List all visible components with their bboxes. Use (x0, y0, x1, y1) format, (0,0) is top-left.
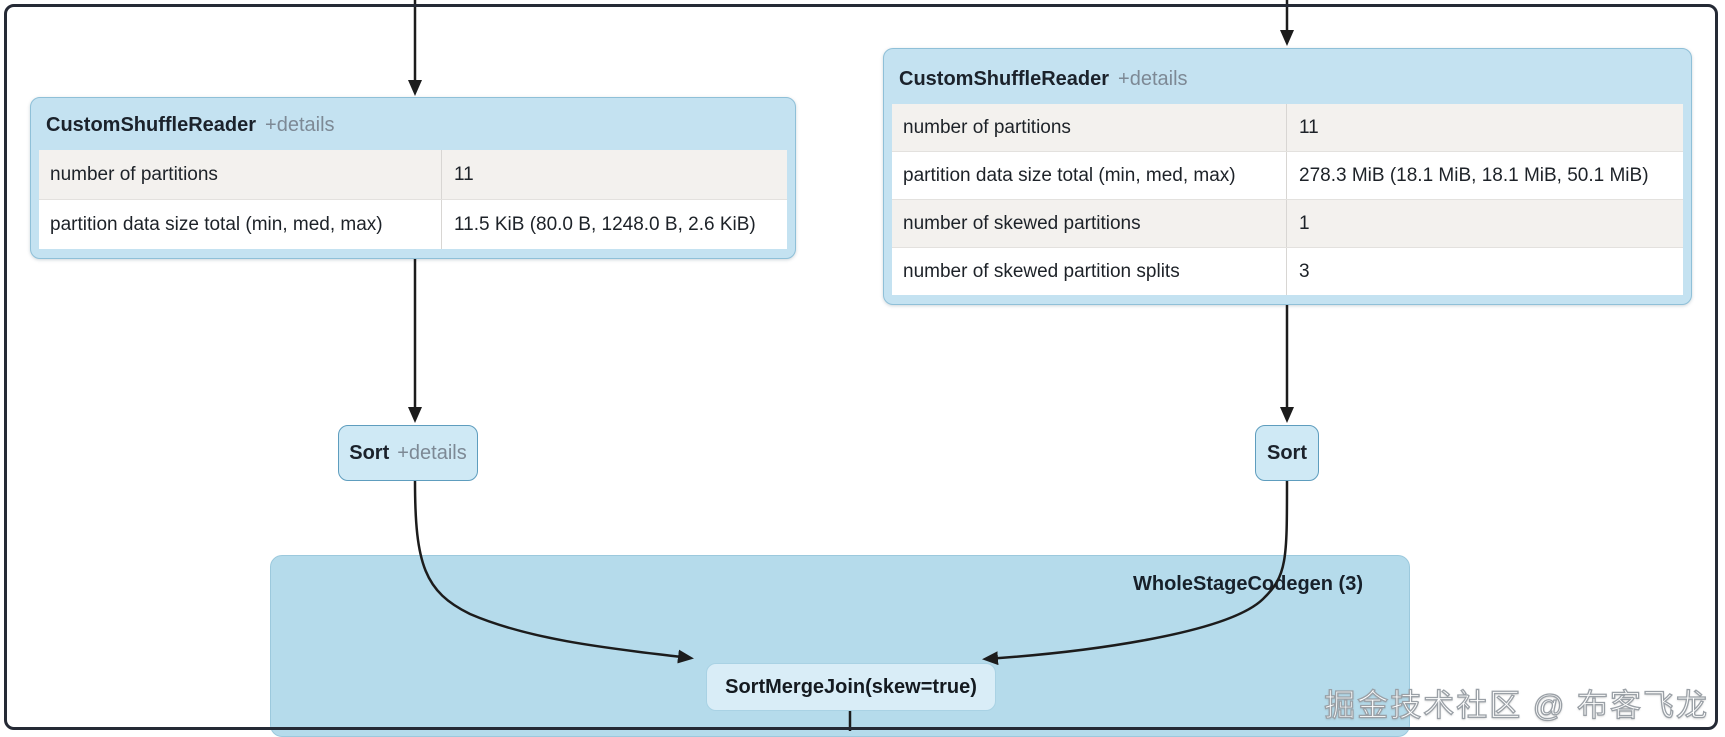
sortmergejoin-label: SortMergeJoin(skew=true) (725, 675, 977, 698)
metric-value: 3 (1286, 248, 1683, 295)
cluster-label: WholeStageCodegen (3) (1132, 573, 1363, 595)
metric-label: number of skewed partition splits (903, 260, 1180, 282)
metric-value: 1 (1286, 200, 1683, 247)
node-customshufflereader-left: CustomShuffleReader +details number of p… (30, 97, 796, 259)
watermark-text: 掘金技术社区 @ 布客飞龙 (1324, 687, 1709, 723)
table-row: number of partitions 11 (892, 104, 1683, 151)
metric-label: partition data size total (min, med, max… (50, 213, 383, 235)
table-row: number of partitions 11 (39, 150, 787, 199)
metrics-table: number of partitions 11 partition data s… (39, 150, 787, 249)
metrics-table: number of partitions 11 partition data s… (892, 104, 1683, 295)
node-header: CustomShuffleReader +details (884, 49, 1691, 109)
details-link[interactable]: +details (397, 441, 467, 464)
metric-value: 11 (441, 150, 787, 199)
metric-label: number of partitions (50, 163, 218, 185)
details-link[interactable]: +details (1118, 67, 1188, 90)
metric-label: partition data size total (min, med, max… (903, 164, 1236, 186)
node-title: Sort (349, 441, 390, 464)
node-sort-right: Sort (1255, 425, 1319, 481)
table-row: partition data size total (min, med, max… (892, 151, 1683, 199)
node-header: CustomShuffleReader +details (31, 98, 795, 153)
node-customshufflereader-right: CustomShuffleReader +details number of p… (883, 48, 1692, 305)
metric-label: number of partitions (903, 116, 1071, 138)
details-link[interactable]: +details (265, 114, 335, 136)
table-row: number of skewed partitions 1 (892, 199, 1683, 247)
wholestagecodegen-cluster: WholeStageCodegen (3) SortMergeJoin(skew… (270, 555, 1410, 737)
metric-label: number of skewed partitions (903, 212, 1141, 234)
table-row: partition data size total (min, med, max… (39, 199, 787, 249)
node-title: CustomShuffleReader (46, 114, 257, 136)
node-title: Sort (1267, 441, 1307, 464)
table-row: number of skewed partition splits 3 (892, 247, 1683, 295)
metric-value: 11.5 KiB (80.0 B, 1248.0 B, 2.6 KiB) (441, 200, 787, 249)
node-sortmergejoin: SortMergeJoin(skew=true) (706, 663, 996, 711)
metric-value: 278.3 MiB (18.1 MiB, 18.1 MiB, 50.1 MiB) (1286, 152, 1683, 199)
node-title: CustomShuffleReader (899, 67, 1110, 90)
node-sort-left: Sort +details (338, 425, 478, 481)
metric-value: 11 (1286, 104, 1683, 151)
